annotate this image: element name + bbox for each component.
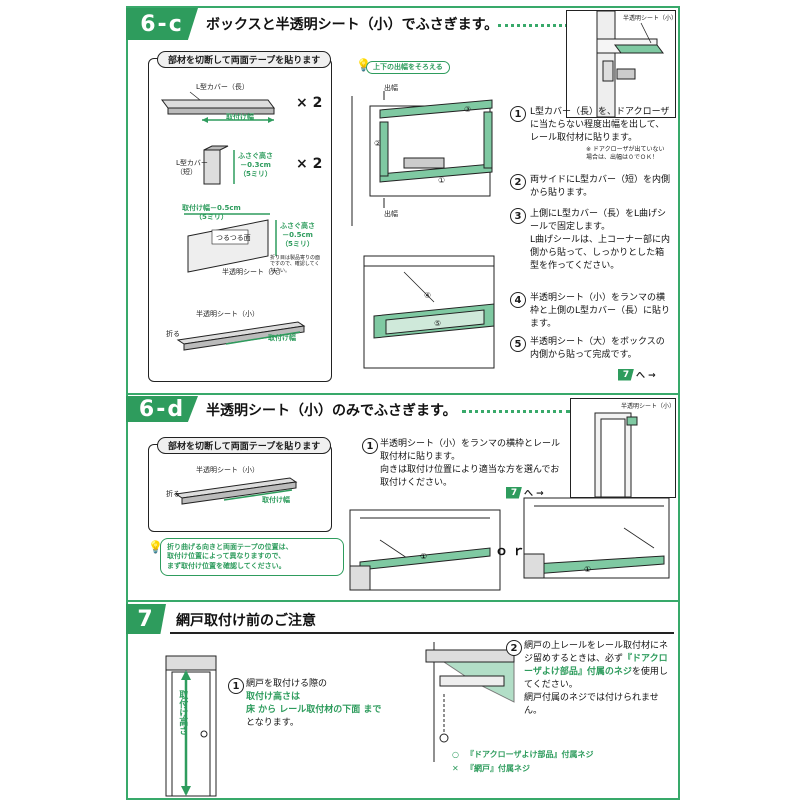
lightbulb-icon: 💡: [148, 540, 163, 554]
step1-note: ※ ドアクローザが出ていない 場合は、出幅は０でＯＫ！: [586, 146, 665, 161]
step-number: 1: [510, 106, 526, 122]
inset-diagram-6d: 半透明シート（小）: [570, 398, 676, 498]
part3-note: 折り目は製品寄りの面 ですので、確認してく ださい。: [270, 255, 321, 274]
cut-parts-title: 部材を切断して両面テープを貼ります: [157, 437, 332, 454]
door-height-diagram: [165, 655, 217, 797]
align-tip: 上下の出幅をそろえる: [366, 61, 450, 74]
part-label: 半透明シート（小）: [196, 466, 259, 474]
step-text: 上側にL型カバー（長）をL曲げシールで固定します。 L曲げシールは、上コーナー部…: [530, 209, 671, 272]
inset-label: 半透明シート（小）: [621, 403, 676, 410]
dotted-leader: [498, 24, 568, 27]
svg-text:①: ①: [584, 565, 591, 574]
part2-dim: ふさぐ高さ －0.3cm （5ミリ）: [238, 152, 273, 178]
part4-dim: 取付け幅: [268, 334, 296, 342]
section-badge-7: 7: [126, 604, 166, 634]
step-number: 2: [510, 174, 526, 190]
next-step-arrow: へ →: [524, 489, 544, 499]
title-underline: [170, 632, 674, 634]
step7-1-tail: となります。: [246, 718, 299, 729]
inset-drawing: [594, 412, 638, 498]
next-step-number: 7: [618, 368, 634, 381]
step-number: 5: [510, 336, 526, 352]
inset-diagram-6c: 半透明シート（小）: [566, 10, 678, 118]
part1-label: L型カバー（長）: [196, 83, 249, 91]
svg-text:⑤: ⑤: [434, 319, 441, 328]
diagram-label-bottom: 出幅: [384, 210, 398, 218]
section-title-7: 網戸取付け前のご注意: [176, 613, 316, 629]
next-step-arrow: へ →: [636, 371, 656, 381]
next-step-number: 7: [506, 486, 522, 499]
step7-2-bold: 『ドアクローザよけ部品』付属のネジ: [524, 654, 668, 678]
step-number: 1: [362, 438, 378, 454]
step-number: 1: [228, 678, 244, 694]
part3-height: ふさぐ高さ －0.5cm （5ミリ）: [280, 222, 315, 248]
height-label: 取付け高さ: [177, 690, 188, 735]
svg-text:①: ①: [420, 552, 427, 561]
box-assembly-diagram: ④ ⑤ ③ ① ②: [351, 91, 495, 369]
svg-text:④: ④: [424, 291, 431, 300]
step-number: 2: [506, 640, 522, 656]
step7-1-bold: 取付け高さは 床 から レール取付材の下面 まで: [246, 692, 382, 716]
part1-qty: × 2: [296, 95, 323, 111]
part3-inner: つるつる面: [216, 234, 251, 242]
step-text: 両サイドにL型カバー（短）を内側から貼ります。: [530, 175, 671, 199]
svg-text:②: ②: [374, 139, 381, 148]
part2-label: L型カバー （短）: [176, 159, 208, 176]
ok-mark: ○: [452, 750, 459, 759]
part-dim: 取付け幅: [262, 496, 290, 504]
step7-2-text: 網戸の上レールをレール取付材にネジ留めするときは、必ず『ドアクローザよけ部品』付…: [524, 640, 672, 718]
part2-qty: × 2: [296, 156, 323, 172]
section-separator: [126, 393, 680, 395]
rail-screw-diagram: [425, 642, 515, 762]
part3-width: 取付け幅－0.5cm （5ミリ）: [182, 204, 241, 221]
ng-mark: ✕: [452, 764, 459, 773]
sheet-position-option-b: ①: [523, 497, 670, 579]
section-badge-6d: 6-d: [126, 396, 198, 422]
sheet-position-option-a: ①: [349, 509, 501, 591]
step-text: 半透明シート（大）をボックスの内側から貼って完成です。: [530, 337, 665, 361]
ok-screw-text: 『ドアクローザよけ部品』付属ネジ: [466, 750, 594, 759]
step7-2-pre: 網戸の上レールをレール取付材にネジ留めするときは、必ず: [524, 641, 669, 665]
part3-label: 半透明シート（大）: [222, 268, 285, 276]
step7-1-line1: 網戸を取付ける際の: [246, 679, 328, 689]
section-badge-6c: 6-c: [126, 8, 198, 40]
next-step-link[interactable]: 7 へ →: [506, 486, 544, 499]
ng-screw-text: 『網戸』付属ネジ: [466, 764, 530, 773]
step7-2-post: を使用してください。 網戸付属のネジでは付けられません。: [524, 667, 668, 717]
step7-1-text: 網戸を取付ける際の 取付け高さは 床 から レール取付材の下面 まで となります…: [246, 678, 396, 730]
cut-parts-drawing: [161, 91, 306, 351]
part1-dim: 取付け幅: [226, 113, 254, 121]
part-fold: 折る: [166, 490, 180, 498]
step-text: 半透明シート（小）をランマの横枠と上側のL型カバー（長）に貼ります。: [530, 293, 671, 330]
cut-parts-title: 部材を切断して両面テープを貼ります: [157, 51, 332, 68]
part4-label: 半透明シート（小）: [196, 310, 259, 318]
inset-label: 半透明シート（小）: [623, 15, 678, 22]
next-step-link[interactable]: 7 へ →: [618, 368, 656, 381]
fold-direction-tip: 折り曲げる向きと両面テープの位置は、 取付け位置によって異なりますので、 まず取…: [160, 538, 344, 577]
section-title-6c: ボックスと半透明シート（小）でふさぎます。: [206, 17, 499, 33]
step-number: 4: [510, 292, 526, 308]
svg-text:③: ③: [464, 105, 471, 114]
section-title-6d: 半透明シート（小）のみでふさぎます。: [206, 403, 457, 419]
step-text: 半透明シート（小）をランマの横枠とレール取付材に貼ります。 向きは取付け位置によ…: [380, 439, 561, 489]
dotted-leader: [462, 410, 570, 413]
step-text: L型カバー（長）を、ドアクローザに当たらない程度出幅を出して、レール取付材に貼り…: [530, 107, 670, 144]
diagram-label-top: 出幅: [384, 84, 398, 92]
sheet-small-drawing: [174, 477, 298, 505]
section-separator: [126, 600, 680, 602]
inset-drawing: [596, 10, 664, 118]
step-number: 3: [510, 208, 526, 224]
or-text: ｏｒ: [495, 544, 530, 559]
svg-text:①: ①: [438, 176, 445, 185]
part4-fold: 折る: [166, 330, 180, 338]
